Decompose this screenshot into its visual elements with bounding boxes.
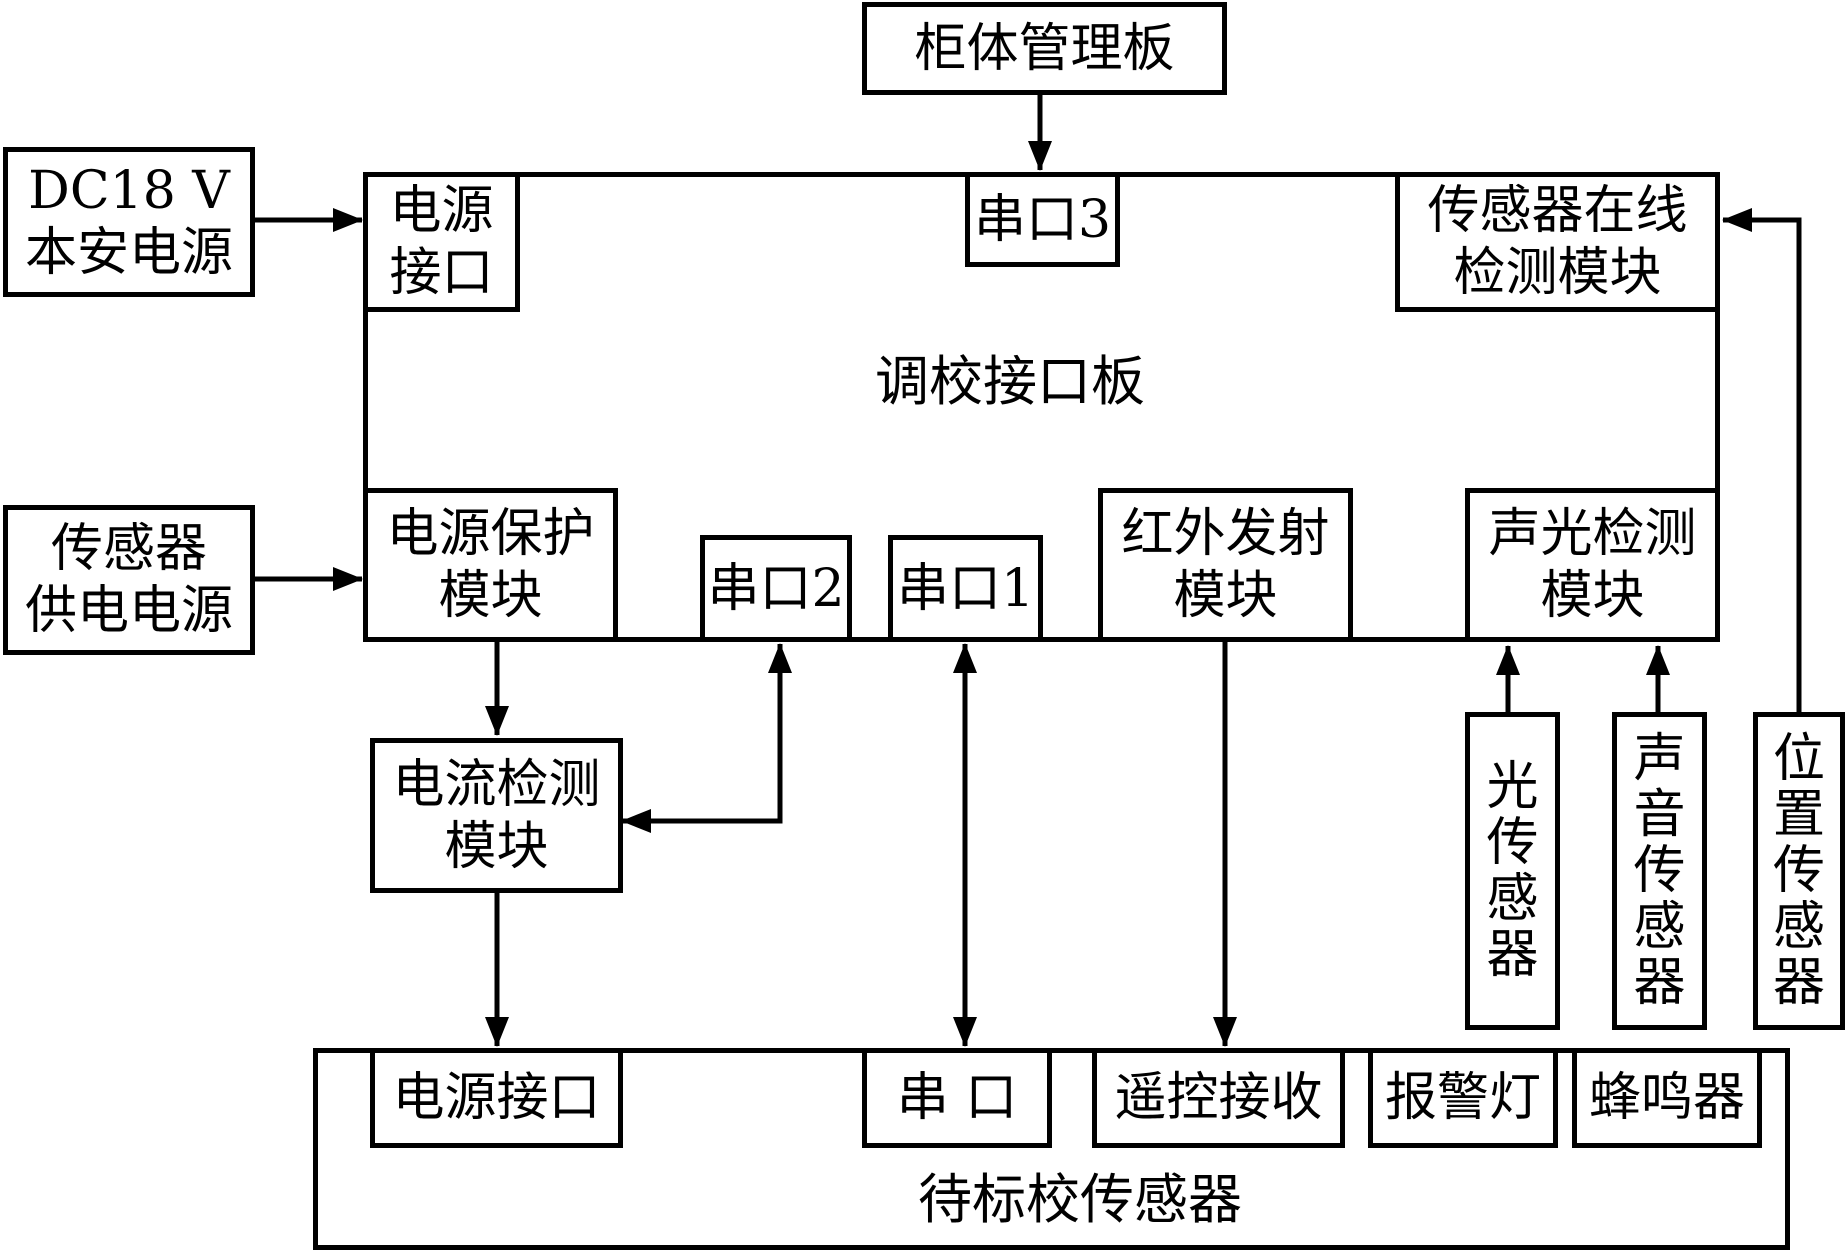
sensor-online-detection-module: 传感器在线 检测模块 bbox=[1395, 172, 1720, 312]
alarm-lamp: 报警灯 bbox=[1368, 1048, 1558, 1148]
serial-port-1: 串口1 bbox=[888, 535, 1043, 642]
dc18v-intrinsic-power-supply: DC18 V 本安电源 bbox=[3, 147, 255, 297]
target-serial-port: 串 口 bbox=[862, 1048, 1052, 1148]
remote-control-receiver: 遥控接收 bbox=[1092, 1048, 1345, 1148]
current-detection-module: 电流检测 模块 bbox=[370, 738, 623, 893]
arrow-position-to-online bbox=[1722, 208, 1802, 712]
buzzer: 蜂鸣器 bbox=[1572, 1048, 1762, 1148]
arrow-serial2-current bbox=[621, 643, 792, 833]
sensor-under-calibration-title: 待标校传感器 bbox=[918, 1168, 1242, 1231]
light-sensor: 光 传 感 器 bbox=[1465, 712, 1560, 1030]
sound-sensor: 声 音 传 感 器 bbox=[1612, 712, 1707, 1030]
position-sensor: 位 置 传 感 器 bbox=[1753, 712, 1845, 1030]
target-power-interface: 电源接口 bbox=[370, 1048, 623, 1148]
infrared-emission-module: 红外发射 模块 bbox=[1098, 488, 1353, 642]
serial-port-2: 串口2 bbox=[700, 535, 852, 642]
cabinet-management-board: 柜体管理板 bbox=[862, 2, 1227, 95]
sensor-power-supply: 传感器 供电电源 bbox=[3, 505, 255, 655]
sound-light-detection-module: 声光检测 模块 bbox=[1465, 488, 1720, 642]
power-interface-box: 电源 接口 bbox=[363, 172, 520, 312]
calibration-interface-board-title: 调校接口板 bbox=[875, 350, 1145, 413]
power-protection-module: 电源保护 模块 bbox=[363, 488, 618, 642]
serial-port-3: 串口3 bbox=[965, 172, 1120, 267]
